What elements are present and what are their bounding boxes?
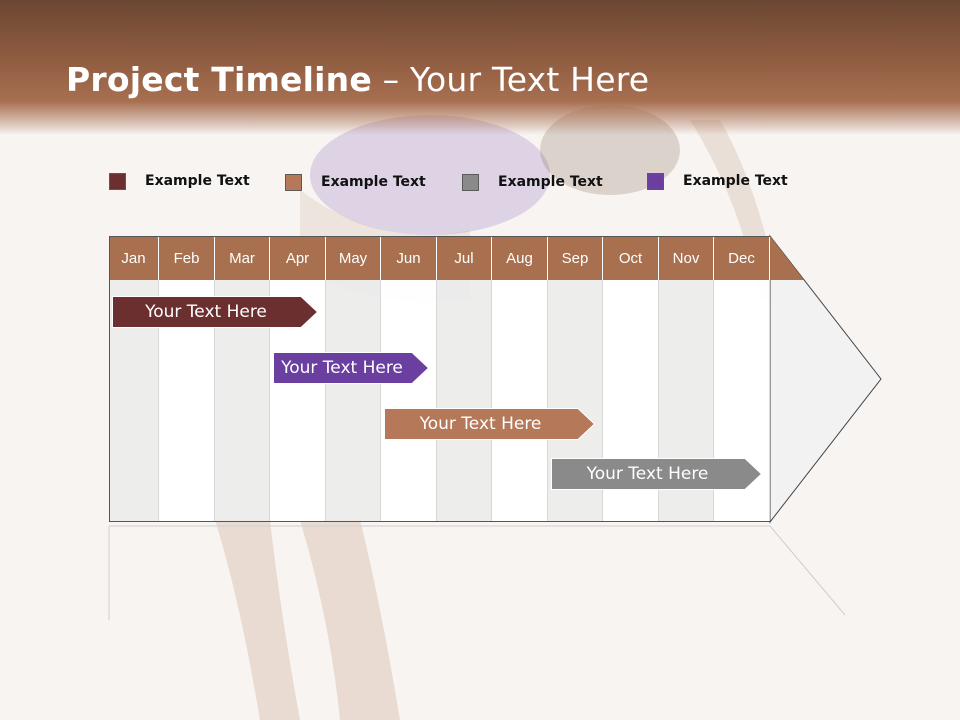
month-column (326, 280, 381, 522)
title-bold: Project Timeline (66, 60, 372, 99)
timeline-task-bar[interactable]: Your Text Here (112, 296, 318, 328)
timeline-arrow-tip (769, 234, 882, 524)
legend-swatch (109, 172, 126, 190)
legend-label: Example Text (498, 174, 603, 190)
slide-title: Project Timeline – Your Text Here (66, 60, 649, 99)
month-header-apr: Apr (270, 236, 326, 280)
month-column (492, 280, 548, 522)
timeline-arrow-tip-header (770, 236, 804, 280)
month-header-mar: Mar (215, 236, 270, 280)
task-label: Your Text Here (281, 358, 403, 378)
title-rest: – Your Text Here (371, 60, 650, 99)
month-column (381, 280, 437, 522)
legend-swatch (285, 173, 302, 191)
month-header-sep: Sep (548, 236, 603, 280)
task-arrow-shape (112, 296, 318, 328)
month-header-may: May (326, 236, 381, 280)
month-header-aug: Aug (492, 236, 548, 280)
month-header-jun: Jun (381, 236, 437, 280)
legend-item: Example Text (285, 172, 426, 192)
legend-item: Example Text (462, 172, 603, 192)
task-arrow-shape (384, 408, 595, 440)
month-column (437, 280, 492, 522)
header-band (0, 0, 960, 135)
legend-item: Example Text (647, 171, 788, 191)
legend-label: Example Text (683, 173, 788, 189)
month-header-jul: Jul (437, 236, 492, 280)
task-label: Your Text Here (145, 302, 267, 322)
legend-label: Example Text (321, 174, 426, 190)
timeline-task-bar[interactable]: Your Text Here (384, 408, 595, 440)
legend-swatch (462, 173, 479, 191)
month-header-dec: Dec (714, 236, 770, 280)
month-header-nov: Nov (659, 236, 714, 280)
task-arrow-shape (273, 352, 429, 384)
task-arrow-shape (551, 458, 762, 490)
task-label: Your Text Here (586, 464, 709, 484)
legend-swatch (647, 172, 664, 190)
timeline-task-bar[interactable]: Your Text Here (273, 352, 429, 384)
task-label: Your Text Here (419, 414, 542, 434)
legend-item: Example Text (109, 171, 250, 191)
timeline-task-bar[interactable]: Your Text Here (551, 458, 762, 490)
month-header-jan: Jan (109, 236, 159, 280)
month-header-feb: Feb (159, 236, 215, 280)
month-header-oct: Oct (603, 236, 659, 280)
timeline-reflection (108, 525, 846, 620)
legend-label: Example Text (145, 173, 250, 189)
